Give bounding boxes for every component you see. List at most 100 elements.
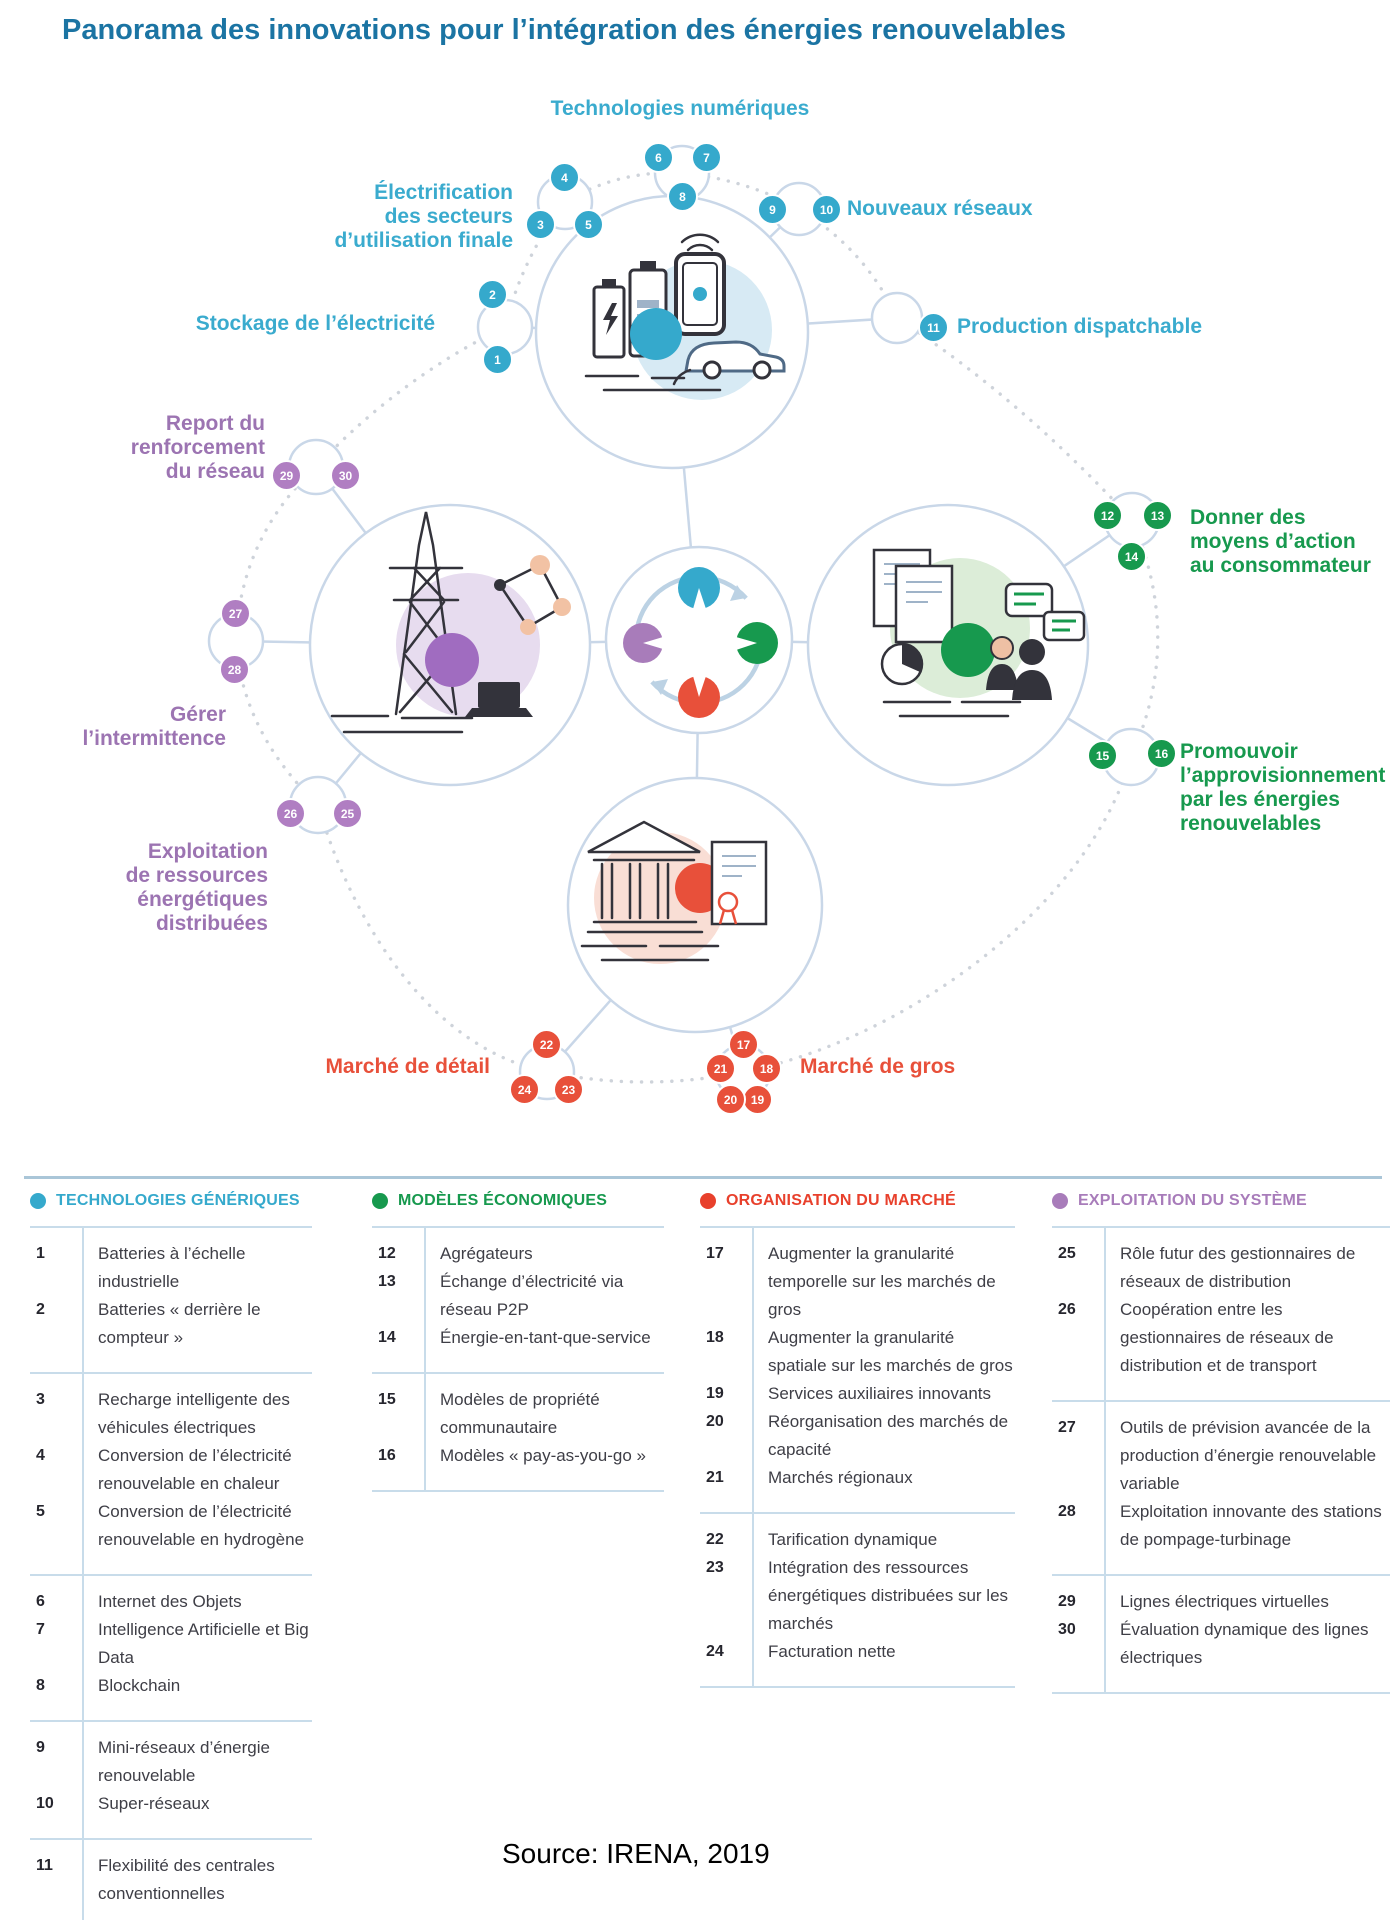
- legend-vline: [752, 1228, 754, 1688]
- legend-item-text: Augmenter la granularité spatiale sur le…: [768, 1328, 1013, 1375]
- legend-header: MODÈLES ÉCONOMIQUES: [372, 1192, 664, 1210]
- legend-divider-rule: [24, 1176, 1382, 1179]
- legend-item-number: 30: [1058, 1621, 1076, 1638]
- legend-item-number: 11: [36, 1857, 53, 1874]
- grid-illustration: [330, 511, 571, 734]
- documents-icon: [872, 548, 954, 644]
- legend-item-number: 2: [36, 1301, 45, 1318]
- pie-chart-icon: [880, 642, 924, 686]
- label-nouveaux-reseaux: Nouveaux réseaux: [847, 197, 1077, 221]
- legend-item-text: Énergie-en-tant-que-service: [440, 1328, 651, 1347]
- node-10: 10: [811, 194, 842, 225]
- legend-item-5: 5 Conversion de l’électricité renouvelabl…: [30, 1498, 312, 1554]
- node-19: 19: [742, 1084, 773, 1115]
- laptop-icon: [465, 682, 533, 717]
- legend-item-text: Conversion de l’électricité renouvelable…: [98, 1502, 305, 1549]
- node-29: 29: [271, 460, 302, 491]
- legend-dot-icon: [372, 1193, 388, 1209]
- legend-item-number: 8: [36, 1677, 45, 1694]
- pylon-icon: [388, 511, 464, 716]
- label-stockage: Stockage de l’électricité: [183, 312, 435, 336]
- purple-dot: [425, 633, 479, 687]
- page-title: Panorama des innovations pour l’intégrat…: [62, 14, 1066, 46]
- legend-item-number: 26: [1058, 1301, 1076, 1318]
- label-line: Technologies numériques: [550, 97, 810, 120]
- legend-item-number: 18: [706, 1329, 724, 1346]
- label-line: moyens d’action: [1190, 530, 1356, 553]
- legend-item-number: 12: [378, 1245, 396, 1262]
- legend-group: 25 Rôle futur des gestionnaires de réseau…: [1052, 1228, 1390, 1402]
- innovation-wheel-diagram: [207, 144, 1161, 1101]
- legend-item-text: Rôle futur des gestionnaires de réseaux …: [1120, 1244, 1356, 1291]
- label-line: Donner des: [1190, 506, 1306, 529]
- node-12: 12: [1092, 500, 1123, 531]
- legend-item-number: 9: [36, 1739, 45, 1756]
- market-illustration: [580, 820, 768, 964]
- legend-dot-icon: [1052, 1193, 1068, 1209]
- legend-item-9: 9 Mini-réseaux d’énergie renouvelable: [30, 1734, 312, 1790]
- label-marche-detail: Marché de détail: [268, 1055, 490, 1079]
- legend-item-text: Internet des Objets: [98, 1592, 242, 1611]
- legend-item-number: 3: [36, 1391, 45, 1408]
- node-24: 24: [509, 1074, 540, 1105]
- green-dot: [941, 623, 995, 677]
- label-line: renouvelables: [1180, 812, 1322, 835]
- legend-item-18: 18 Augmenter la granularité spatiale sur …: [700, 1324, 1015, 1380]
- speech-bubbles-icon: [1004, 582, 1086, 642]
- node-23: 23: [553, 1074, 584, 1105]
- legend-item-number: 25: [1058, 1245, 1076, 1262]
- legend-item-number: 5: [36, 1503, 45, 1520]
- node-13: 13: [1142, 500, 1173, 531]
- label-line: Électrification: [374, 181, 513, 204]
- legend-item-number: 10: [36, 1795, 54, 1812]
- legend-item-text: Modèles « pay-as-you-go »: [440, 1446, 647, 1465]
- label-line: Marché de gros: [800, 1055, 956, 1078]
- legend-item-number: 21: [706, 1469, 724, 1486]
- legend-item-25: 25 Rôle futur des gestionnaires de réseau…: [1052, 1240, 1390, 1296]
- legend-item-text: Exploitation innovante des stations de p…: [1120, 1502, 1382, 1549]
- label-line: d’utilisation finale: [334, 229, 513, 252]
- label-line: du réseau: [165, 460, 265, 483]
- label-line: au consommateur: [1190, 554, 1371, 577]
- consumer-illustration: [872, 548, 1086, 718]
- legend-item-number: 4: [36, 1447, 45, 1464]
- legend-item-text: Tarification dynamique: [768, 1530, 938, 1549]
- node-25: 25: [332, 798, 363, 829]
- node-1: 1: [482, 344, 513, 375]
- legend-item-number: 7: [36, 1621, 45, 1638]
- legend-item-text: Mini-réseaux d’énergie renouvelable: [98, 1738, 270, 1785]
- label-line: Gérer: [169, 703, 226, 726]
- legend-item-text: Intelligence Artificielle et Big Data: [98, 1620, 309, 1667]
- legend-header-label: TECHNOLOGIES GÉNÉRIQUES: [56, 1192, 300, 1209]
- node-26: 26: [275, 798, 306, 829]
- label-line: Exploitation: [147, 840, 268, 863]
- node-16: 16: [1146, 738, 1177, 769]
- node-5: 5: [573, 209, 604, 240]
- certificate-icon: [710, 840, 768, 926]
- node-21: 21: [705, 1053, 736, 1084]
- label-line: l’intermittence: [82, 727, 226, 750]
